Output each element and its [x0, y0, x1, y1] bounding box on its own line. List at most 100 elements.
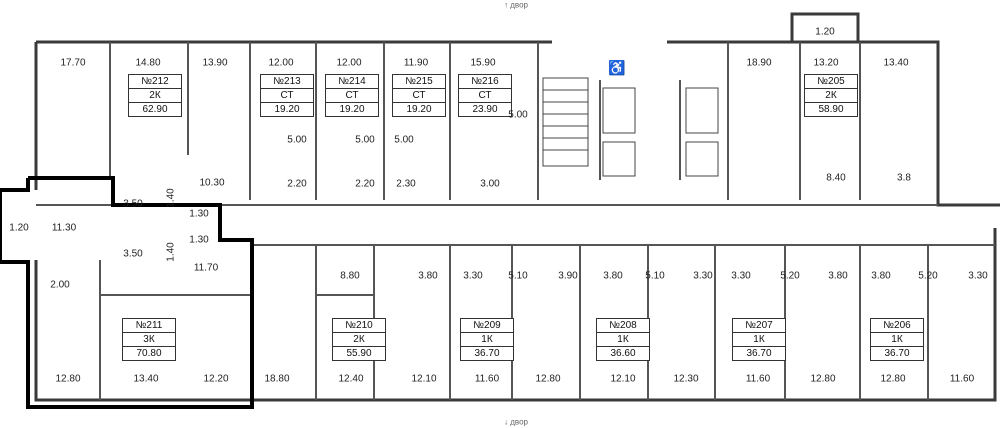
apartment-number: №209 [461, 319, 513, 333]
room-area-label: 2.20 [287, 178, 307, 190]
room-area-label: 12.30 [673, 373, 699, 385]
room-area-label: 5.10 [508, 270, 528, 282]
room-area-label: 1.40 [165, 242, 177, 262]
room-area-label: 12.80 [810, 373, 836, 385]
room-area-label: 8.80 [340, 270, 360, 282]
apartment-area: 70.80 [136, 348, 162, 359]
apartment-area: 19.20 [339, 104, 365, 115]
apartment-type: СТ [326, 89, 378, 103]
apartment-type: 1К [871, 333, 923, 347]
room-area-label: 3.90 [558, 270, 578, 282]
apartment-type: 1К [733, 333, 785, 347]
apartment-type: 1К [597, 333, 649, 347]
room-area-label: 12.00 [268, 57, 294, 69]
apartment-type: 3К [123, 333, 175, 347]
room-area-label: 3.80 [828, 270, 848, 282]
room-area-label: 11.90 [403, 57, 429, 69]
selected-apartment-outline [0, 176, 254, 409]
apartment-area: 36.70 [746, 348, 772, 359]
apartment-area: 19.20 [274, 104, 300, 115]
apartment-area: 36.70 [884, 348, 910, 359]
outer-walls [34, 12, 1000, 402]
room-area-label: 1.30 [189, 234, 209, 246]
room-area-label: 5.20 [918, 270, 938, 282]
room-area-label: 13.40 [883, 57, 909, 69]
apartment-number: №210 [333, 319, 385, 333]
direction-top: ↑ двор [504, 0, 528, 10]
apartment-number: №216 [459, 75, 511, 89]
room-area-label: 14.80 [135, 57, 161, 69]
room-area-label: 1.40 [165, 188, 177, 208]
room-area-label: 3.50 [123, 198, 143, 210]
apartment-number: №206 [871, 319, 923, 333]
room-area-label: 5.00 [394, 134, 414, 146]
apartment-number: №205 [805, 75, 857, 89]
room-area-label: 13.20 [813, 57, 839, 69]
room-area-label: 1.30 [189, 208, 209, 220]
room-area-label: 11.70 [193, 262, 219, 274]
direction-bottom: ↓ двор [504, 417, 528, 427]
room-area-label: 3.30 [693, 270, 713, 282]
apartment-type: 2К [129, 89, 181, 103]
room-area-label: 3.80 [603, 270, 623, 282]
room-area-label: 3.30 [731, 270, 751, 282]
room-area-label: 1.20 [815, 26, 835, 38]
apartment-area: 36.60 [610, 348, 636, 359]
room-area-label: 12.80 [535, 373, 561, 385]
apartment-type: 1К [461, 333, 513, 347]
room-area-label: 18.80 [264, 373, 290, 385]
apartment-area: 23.90 [472, 104, 498, 115]
room-area-label: 5.00 [355, 134, 375, 146]
room-area-label: 12.10 [610, 373, 636, 385]
room-area-label: 1.20 [9, 222, 29, 234]
room-area-label: 12.80 [880, 373, 906, 385]
room-area-label: 5.00 [508, 109, 528, 121]
room-area-label: 12.20 [203, 373, 229, 385]
apartment-type: СТ [261, 89, 313, 103]
room-area-label: 13.40 [133, 373, 159, 385]
room-area-label: 3.80 [418, 270, 438, 282]
room-area-label: 11.60 [745, 373, 771, 385]
room-area-label: 17.70 [60, 57, 86, 69]
room-area-label: 12.80 [55, 373, 81, 385]
apartment-type: 2К [805, 89, 857, 103]
apartment-type: СТ [459, 89, 511, 103]
room-area-label: 11.60 [949, 373, 975, 385]
room-area-label: 12.00 [336, 57, 362, 69]
room-area-label: 2.20 [355, 178, 375, 190]
apartment-area: 36.70 [474, 348, 500, 359]
apartment-area: 62.90 [142, 104, 168, 115]
stairs [542, 77, 719, 177]
room-area-label: 3.00 [480, 178, 500, 190]
room-area-label: 5.10 [645, 270, 665, 282]
apartment-number: №214 [326, 75, 378, 89]
room-area-label: 3.80 [871, 270, 891, 282]
room-area-label: 3.50 [123, 248, 143, 260]
room-area-label: 3.30 [968, 270, 988, 282]
room-area-label: 8.40 [826, 172, 846, 184]
apartment-number: №215 [393, 75, 445, 89]
room-area-label: 11.30 [51, 222, 77, 234]
apartment-area: 58.90 [818, 104, 844, 115]
apartment-type: 2К [333, 333, 385, 347]
room-area-label: 2.00 [50, 279, 70, 291]
apartment-area: 55.90 [346, 348, 372, 359]
room-area-label: 2.30 [396, 178, 416, 190]
room-area-label: 5.00 [287, 134, 307, 146]
apartment-number: №208 [597, 319, 649, 333]
room-area-label: 5.20 [780, 270, 800, 282]
room-area-label: 13.90 [202, 57, 228, 69]
